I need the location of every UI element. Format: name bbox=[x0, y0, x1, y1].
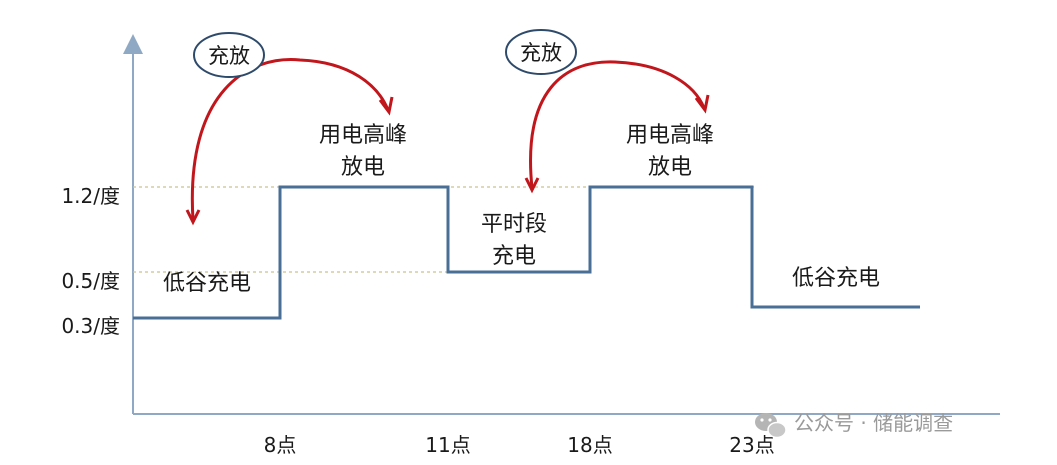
peak-discharge-label-1-line2: 放电 bbox=[341, 155, 385, 180]
x-tick-label: 8点 bbox=[264, 433, 297, 457]
peak-discharge-label-1-line1: 用电高峰 bbox=[319, 123, 407, 148]
flat-charge-label-line2: 充电 bbox=[492, 244, 536, 269]
x-tick-label: 23点 bbox=[729, 433, 774, 457]
flat-charge-label-line1: 平时段 bbox=[481, 212, 547, 237]
y-tick-label: 1.2/度 bbox=[61, 184, 120, 208]
wechat-icon bbox=[755, 413, 787, 439]
cycle-bubble-1-label: 充放 bbox=[208, 44, 250, 68]
cycle-arrow-2-head-start bbox=[524, 177, 540, 194]
cycle-arrow-2-head-end bbox=[694, 94, 710, 114]
cycle-arrow-2 bbox=[529, 60, 706, 189]
valley-charge-label-1: 低谷充电 bbox=[163, 271, 251, 296]
valley-charge-label-2: 低谷充电 bbox=[792, 266, 880, 291]
y-tick-label: 0.3/度 bbox=[61, 314, 120, 338]
cycle-arrow-1-head-end bbox=[378, 96, 394, 116]
y-tick-label: 0.5/度 bbox=[61, 269, 120, 293]
x-tick-label: 18点 bbox=[567, 433, 612, 457]
cycle-bubble-2 bbox=[505, 29, 577, 75]
cycle-bubble-2-label: 充放 bbox=[520, 41, 562, 65]
peak-discharge-label-2-line1: 用电高峰 bbox=[626, 123, 714, 148]
cycle-arrow-1 bbox=[190, 58, 390, 221]
cycle-bubble-1 bbox=[193, 32, 265, 78]
cycle-arrow-1-head-start bbox=[185, 209, 201, 226]
watermark: 公众号 · 储能调查 bbox=[755, 411, 953, 439]
x-tick-label: 11点 bbox=[425, 433, 470, 457]
price-step-line bbox=[133, 185, 920, 320]
watermark-text: 公众号 · 储能调查 bbox=[794, 411, 953, 435]
peak-discharge-label-2-line2: 放电 bbox=[648, 155, 692, 180]
